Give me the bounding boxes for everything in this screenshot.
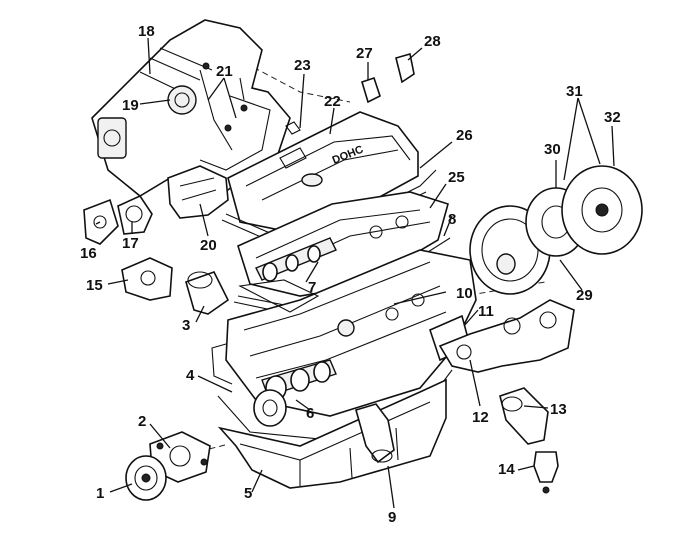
callout-30: 30 [544,141,561,158]
callout-2: 2 [138,413,146,430]
oil-pickup [355,403,395,464]
callout-14: 14 [498,461,515,478]
camshaft [255,237,337,282]
water-pump-pulley [125,455,167,501]
leader-lines [95,37,615,509]
callout-23: 23 [294,57,311,74]
oil-filter-housing [121,257,173,301]
temperature-sender [533,451,559,494]
callout-16: 16 [80,245,97,262]
callout-4: 4 [186,367,195,384]
callout-5: 5 [244,485,252,502]
callout-28: 28 [424,33,441,50]
callout-6: 6 [306,405,314,422]
callout-20: 20 [200,237,217,254]
callout-3: 3 [182,317,190,334]
callout-19: 19 [122,97,139,114]
callout-1: 1 [96,485,104,502]
callout-18: 18 [138,23,155,40]
thermostat-housing [83,194,153,245]
intake-gasket [167,165,229,219]
callout-labels: 1 2 3 4 5 6 7 8 9 10 11 12 13 14 15 16 1… [80,23,621,526]
callout-12: 12 [472,409,489,426]
callout-22: 22 [324,93,341,110]
callout-9: 9 [388,509,396,526]
callout-32: 32 [604,109,621,126]
callout-27: 27 [356,45,373,62]
crankshaft-pulley [253,389,287,427]
callout-25: 25 [448,169,465,186]
exhaust-manifold [438,299,575,373]
callout-31: 31 [566,83,583,100]
intake-manifold [91,19,291,197]
callout-29: 29 [576,287,593,304]
callout-26: 26 [456,127,473,144]
callout-8: 8 [448,211,456,228]
oil-pan [217,378,447,489]
callout-21: 21 [216,63,233,80]
coolant-outlet [499,387,549,445]
callout-11: 11 [478,303,494,320]
oil-pressure-switch [361,76,381,104]
callout-17: 17 [122,235,139,252]
callout-7: 7 [308,279,316,296]
cylinder-head-cover: DOHC [227,111,419,233]
coolant-sensor [395,52,415,84]
callout-10: 10 [456,285,473,302]
callout-13: 13 [550,401,567,418]
pressure-plate [561,165,643,255]
oil-filter [185,271,230,315]
callout-15: 15 [86,277,103,294]
